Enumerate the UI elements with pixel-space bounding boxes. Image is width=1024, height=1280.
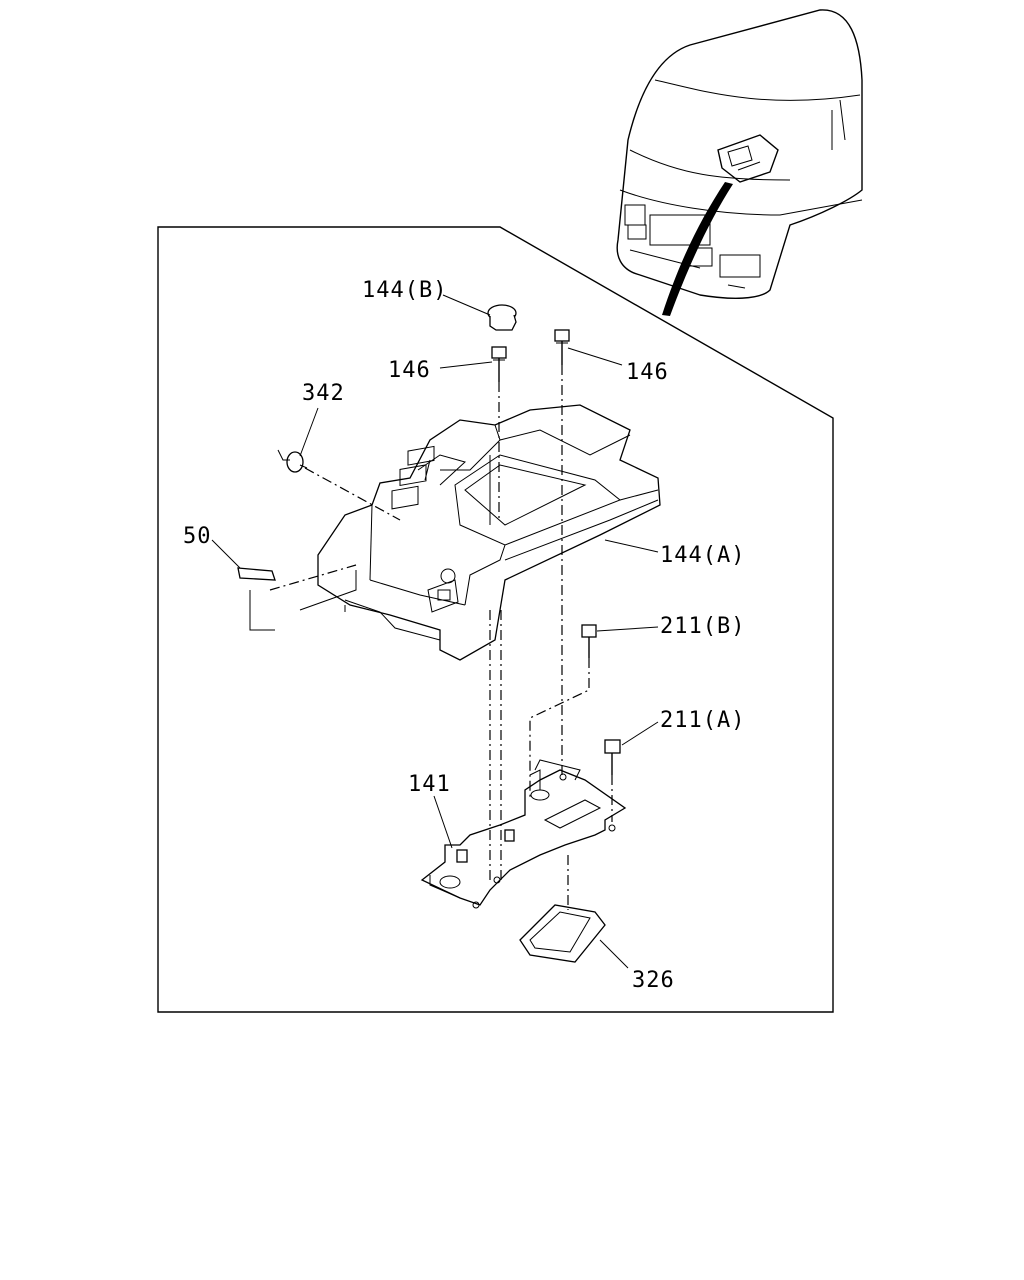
label-144b: 144(B) [362, 278, 447, 303]
plug-50 [237, 567, 276, 581]
label-326: 326 [632, 968, 675, 993]
console-housing-144a [317, 404, 661, 661]
bolt-211b [581, 624, 597, 658]
clip-342 [277, 449, 308, 473]
alignment-lines [249, 365, 613, 910]
label-141: 141 [408, 772, 451, 797]
bolt-146-left [491, 346, 507, 382]
bracket-141 [420, 759, 627, 909]
bolt-146-right [554, 329, 570, 365]
label-211a: 211(A) [660, 708, 745, 733]
label-144a: 144(A) [660, 543, 745, 568]
label-146-right: 146 [626, 360, 669, 385]
label-146-left: 146 [388, 358, 431, 383]
grommet-326 [519, 904, 606, 963]
cap-144b [487, 304, 517, 331]
detail-frame [157, 226, 834, 1013]
leader-lines [211, 294, 659, 969]
bolt-211a [604, 739, 621, 775]
label-50: 50 [183, 524, 212, 549]
truck-cab-illustration [616, 9, 863, 316]
label-211b: 211(B) [660, 614, 745, 639]
label-342: 342 [302, 381, 345, 406]
